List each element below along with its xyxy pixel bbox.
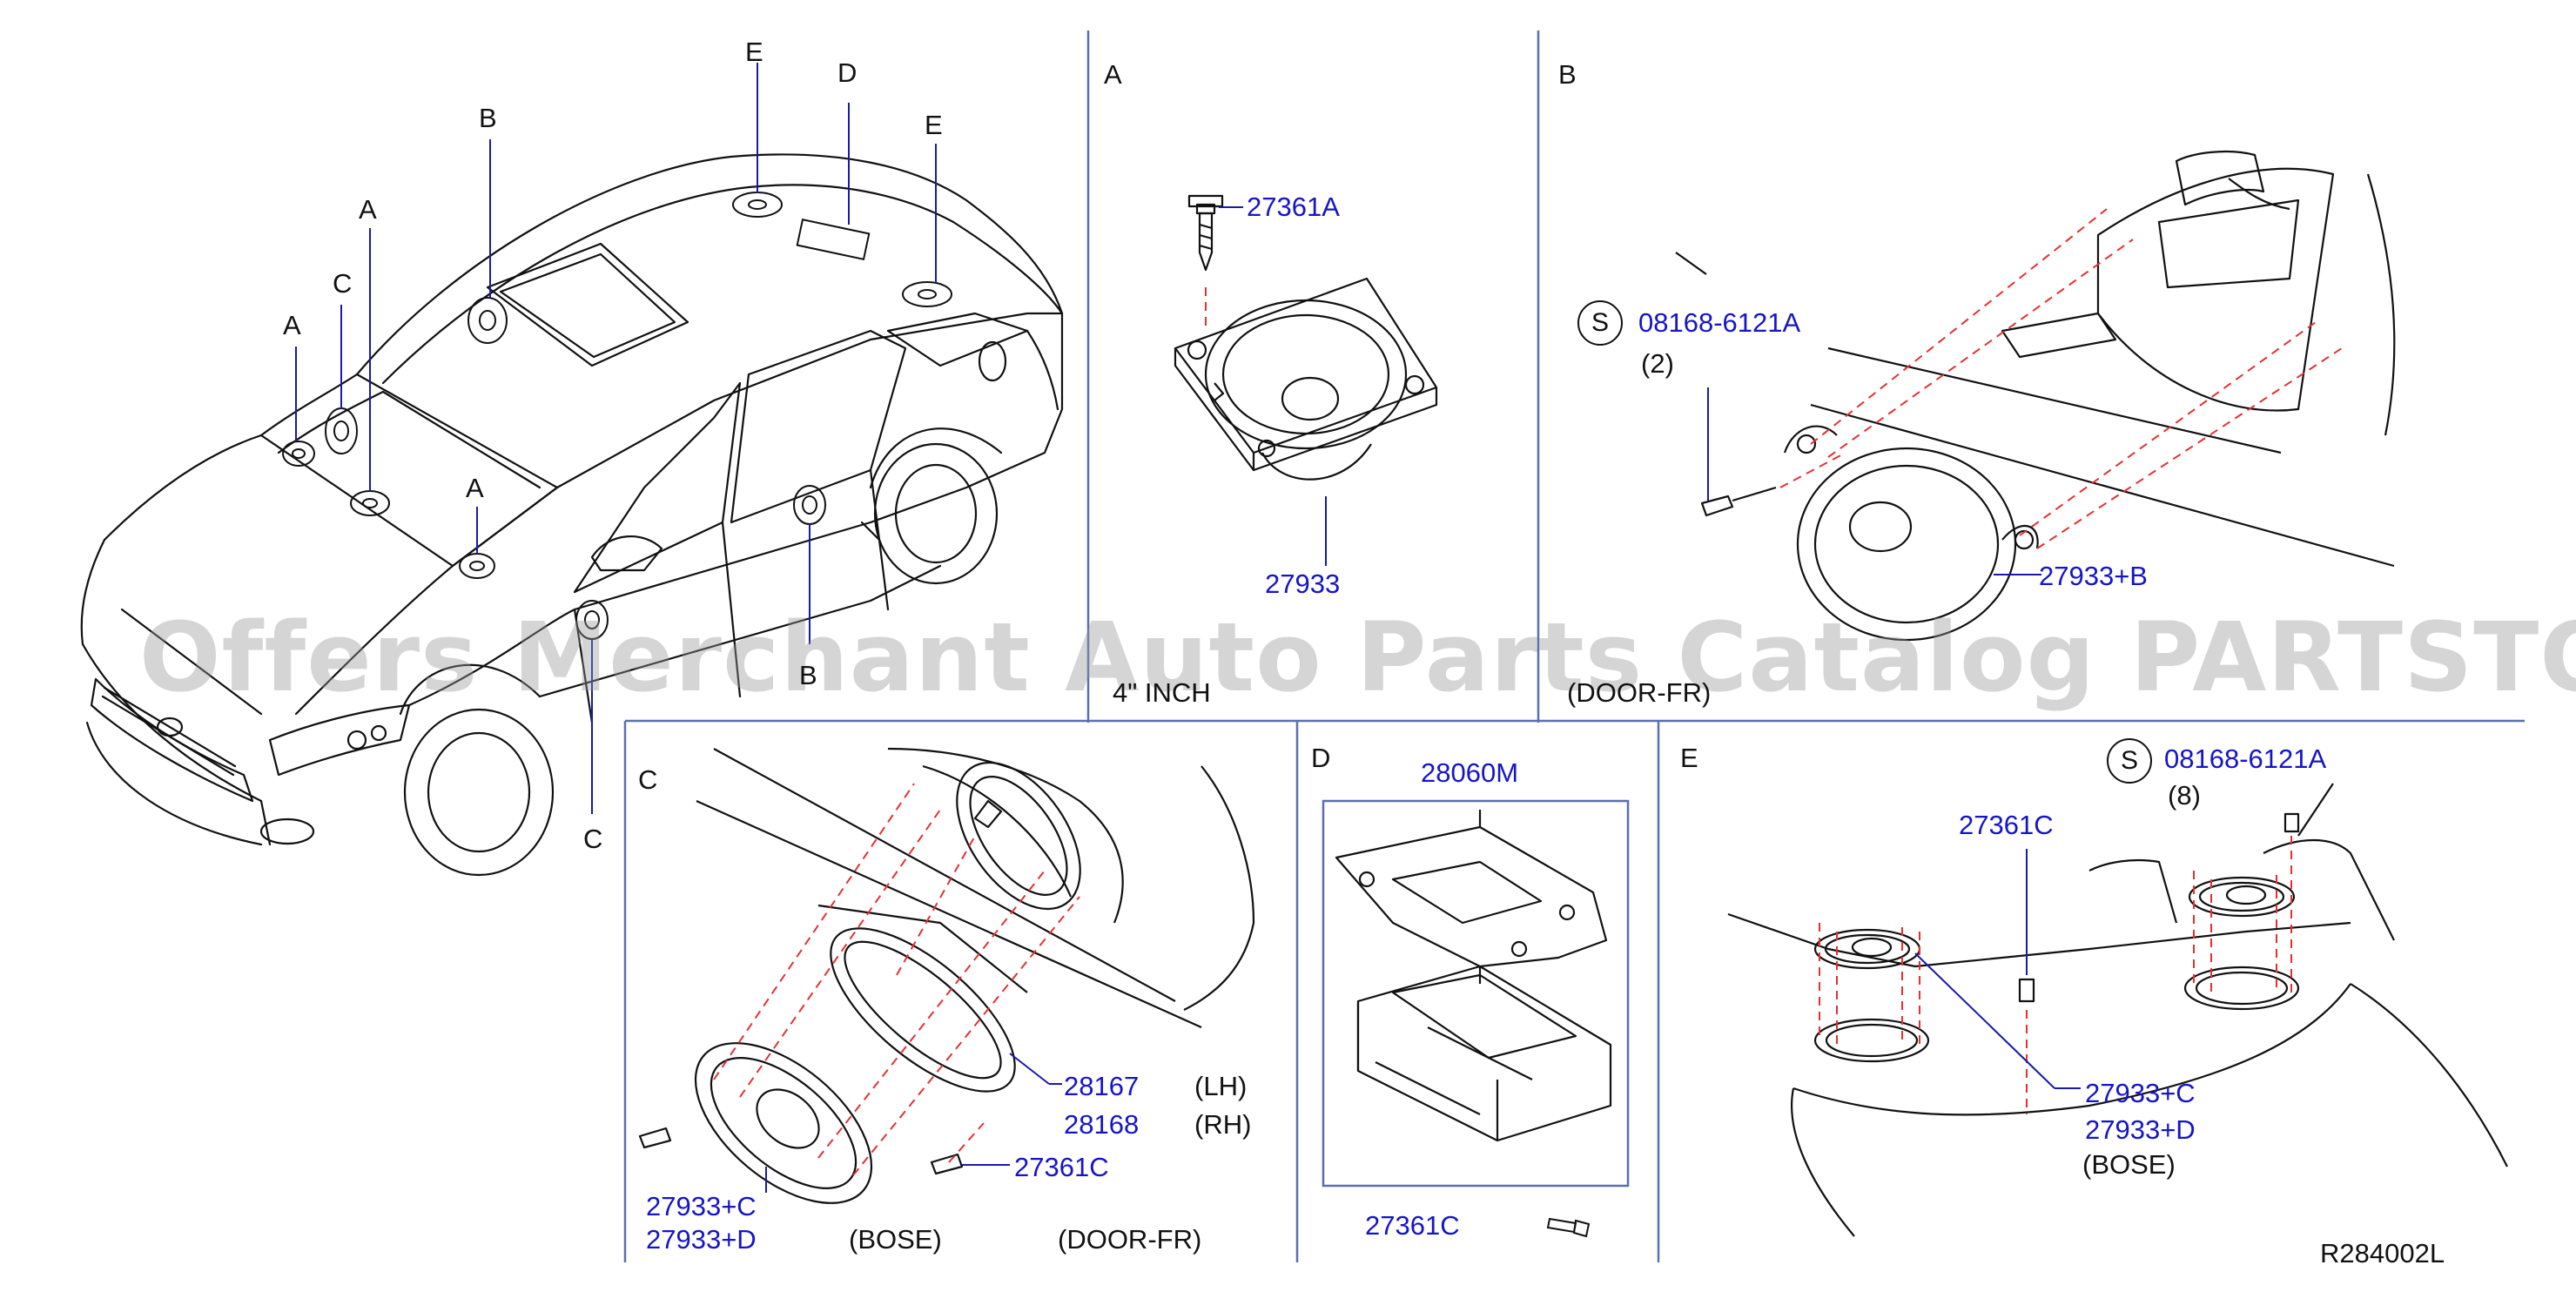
- panel-b-dashed: [1779, 208, 2343, 549]
- part-27933-link[interactable]: 27933: [1265, 569, 1341, 599]
- overview-label-b-door: B: [799, 660, 817, 690]
- panel-d-title: D: [1311, 743, 1331, 773]
- panel-e-leaders: [1914, 849, 2081, 1089]
- part-28168-link[interactable]: 28168: [1064, 1109, 1140, 1140]
- panel-b-location-note: (DOOR-FR): [1567, 677, 1712, 708]
- panel-c-leaders: [765, 1053, 1062, 1193]
- panel-a-size-note: 4" INCH: [1113, 677, 1211, 708]
- panel-frames: [623, 30, 2525, 1262]
- panel-c-dashed: [713, 783, 1080, 1176]
- panel-d-screw: [1546, 1217, 1591, 1238]
- panel-b-s-symbol: S: [1577, 300, 1623, 346]
- watermark: Offers Merchant Auto Parts Catalog PARTS…: [139, 602, 2576, 713]
- panel-e-bolt-qty: (8): [2168, 780, 2201, 811]
- part-27361c-link-d[interactable]: 27361C: [1365, 1210, 1460, 1241]
- panel-c-drawing: [638, 747, 1255, 1204]
- part-27361a-link[interactable]: 27361A: [1247, 192, 1340, 222]
- overview-label-a-left: A: [283, 310, 301, 340]
- part-27933-d-link-e[interactable]: 27933+D: [2085, 1114, 2196, 1145]
- panel-b-bolt-qty: (2): [1641, 348, 1674, 379]
- part-28167-link[interactable]: 28167: [1064, 1071, 1140, 1101]
- part-27361c-link-e[interactable]: 27361C: [1959, 810, 2054, 840]
- panel-b-title: B: [1558, 59, 1577, 90]
- overview-label-c-top: C: [333, 268, 353, 299]
- overview-label-c-bottom: C: [583, 824, 603, 854]
- panel-a-drawing: [1174, 194, 1438, 481]
- diagram-code: R284002L: [2320, 1238, 2445, 1268]
- panel-c-bose-note: (BOSE): [849, 1224, 942, 1255]
- part-27933-c-link-e[interactable]: 27933+C: [2085, 1078, 2196, 1108]
- part-27933-c-link-c[interactable]: 27933+C: [646, 1191, 757, 1221]
- overview-label-a-right: A: [466, 473, 484, 503]
- panel-e-bose-note: (BOSE): [2082, 1149, 2176, 1180]
- part-27933-d-link-c[interactable]: 27933+D: [646, 1224, 757, 1255]
- overview-label-a-center: A: [359, 194, 377, 225]
- panel-a-title: A: [1104, 59, 1122, 90]
- overview-leaders: [295, 63, 937, 814]
- part-27933-b-link[interactable]: 27933+B: [2039, 561, 2148, 591]
- overview-label-e-top: E: [745, 37, 763, 67]
- panel-c-title: C: [638, 764, 658, 795]
- panel-e-s-symbol: S: [2107, 738, 2152, 784]
- part-08168-6121a-link-b[interactable]: 08168-6121A: [1638, 307, 1801, 338]
- part-27361c-link-c[interactable]: 27361C: [1014, 1152, 1109, 1182]
- panel-d-drawing: [1335, 810, 1612, 1142]
- part-28060m-link[interactable]: 28060M: [1421, 757, 1519, 788]
- panel-a-leaders: [1219, 206, 1327, 566]
- overview-label-d: D: [837, 57, 858, 88]
- panel-e-title: E: [1680, 743, 1698, 773]
- car-overview-drawing: [80, 153, 1064, 877]
- panel-c-lh: (LH): [1194, 1071, 1248, 1101]
- panel-b-leaders: [1707, 387, 2041, 575]
- part-08168-6121a-link-e[interactable]: 08168-6121A: [2164, 744, 2327, 774]
- panel-c-door-note: (DOOR-FR): [1058, 1224, 1202, 1255]
- overview-label-e-rear: E: [925, 110, 943, 140]
- panel-b-drawing: [1675, 150, 2396, 642]
- panel-c-rh: (RH): [1194, 1109, 1252, 1140]
- overview-label-b: B: [479, 103, 497, 133]
